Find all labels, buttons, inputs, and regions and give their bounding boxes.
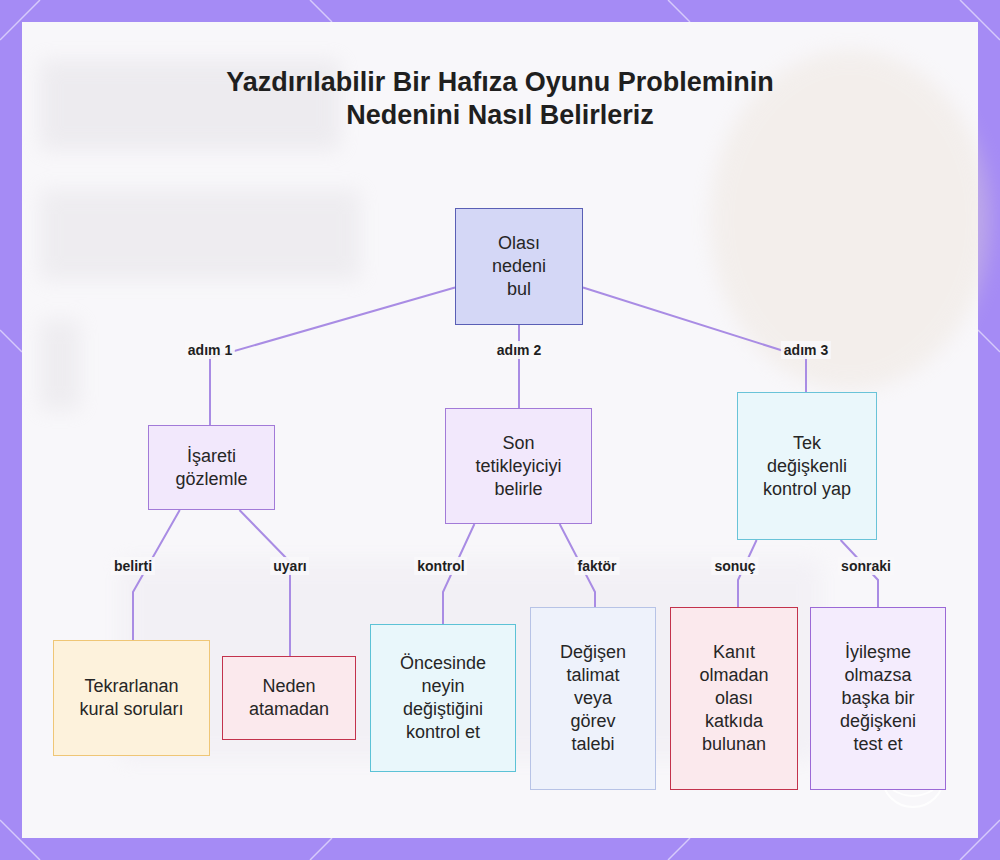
connector-line bbox=[239, 510, 290, 656]
connector-line bbox=[518, 325, 520, 408]
box-text: İşareti gözlemle bbox=[166, 445, 258, 491]
edge-label: kontrol bbox=[414, 557, 467, 575]
box-text: Öncesinde neyin değiştiğini kontrol et bbox=[391, 652, 495, 744]
connector-line bbox=[210, 288, 455, 425]
process-box: Öncesinde neyin değiştiğini kontrol et bbox=[370, 624, 516, 772]
box-text: Son tetikleyiciyi belirle bbox=[463, 432, 575, 501]
edge-label: adım 3 bbox=[781, 341, 831, 359]
process-box: Tekrarlanan kural soruları bbox=[53, 640, 210, 756]
diagram-title: Yazdırılabilir Bir Hafıza Oyunu Problemi… bbox=[200, 66, 800, 132]
box-text: Kanıt olmadan olası katkıda bulunan bbox=[694, 641, 774, 756]
process-box: Olası nedeni bul bbox=[455, 208, 583, 325]
box-text: Olası nedeni bul bbox=[483, 232, 555, 301]
connector-line bbox=[133, 510, 180, 640]
process-box: Kanıt olmadan olası katkıda bulunan bbox=[670, 607, 798, 790]
box-text: Değişen talimat veya görev talebi bbox=[554, 641, 632, 756]
box-text: Neden atamadan bbox=[243, 675, 335, 721]
edge-label: adım 1 bbox=[185, 341, 235, 359]
process-box: İşareti gözlemle bbox=[148, 425, 275, 510]
edge-label: adım 2 bbox=[494, 341, 544, 359]
edge-label: sonuç bbox=[711, 557, 758, 575]
process-box: Tek değişkenli kontrol yap bbox=[737, 392, 877, 540]
box-text: Tek değişkenli kontrol yap bbox=[760, 432, 854, 501]
edge-label: faktör bbox=[575, 557, 620, 575]
process-box: Son tetikleyiciyi belirle bbox=[445, 408, 592, 524]
process-box: İyileşme olmazsa başka bir değişkeni tes… bbox=[810, 607, 946, 790]
edge-label: sonraki bbox=[838, 557, 894, 575]
edge-label: uyarı bbox=[270, 557, 309, 575]
box-text: İyileşme olmazsa başka bir değişkeni tes… bbox=[831, 641, 925, 756]
box-text: Tekrarlanan kural soruları bbox=[76, 675, 188, 721]
connector-line bbox=[583, 288, 806, 392]
process-box: Neden atamadan bbox=[222, 656, 356, 740]
edge-label: belirti bbox=[111, 557, 155, 575]
process-box: Değişen talimat veya görev talebi bbox=[530, 607, 656, 790]
